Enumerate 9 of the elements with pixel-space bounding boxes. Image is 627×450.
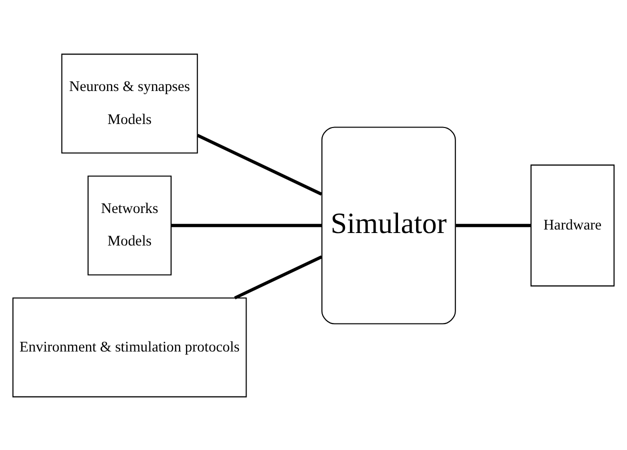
connector xyxy=(171,223,322,227)
node-box: Hardware xyxy=(530,164,615,286)
connector xyxy=(234,254,322,299)
node-box: Networks Models xyxy=(88,175,172,275)
node-box: Environment & stimulation protocols xyxy=(12,296,247,397)
connector xyxy=(196,133,322,196)
connector xyxy=(456,223,531,227)
node-box: Neurons & synapses Models xyxy=(61,53,198,154)
node-box: Simulator xyxy=(321,126,456,324)
